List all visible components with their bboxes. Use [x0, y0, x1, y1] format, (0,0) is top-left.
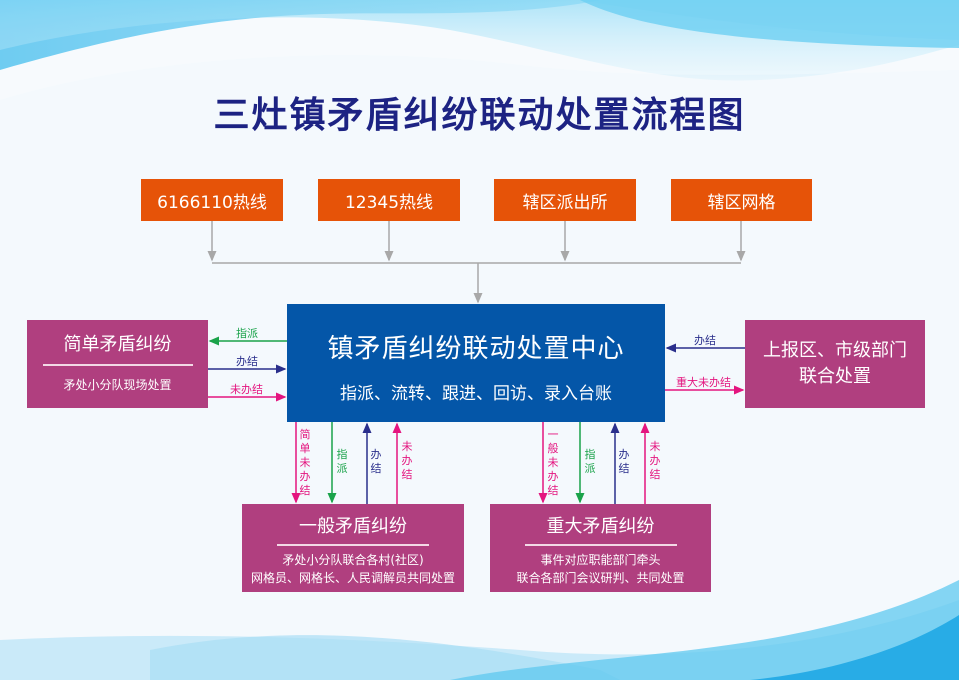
arrow-label-undone: 未办结 — [230, 383, 263, 396]
major-dispute-node: 重大矛盾纠纷 事件对应职能部门牵头 联合各部门会议研判、共同处置 — [490, 504, 711, 592]
simple-desc: 矛处小分队现场处置 — [63, 378, 172, 392]
source-grid: 辖区网格 — [671, 179, 812, 221]
general-desc-line2: 网格员、网格长、人民调解员共同处置 — [250, 571, 455, 585]
simple-title: 简单矛盾纠纷 — [63, 334, 172, 355]
divider — [277, 544, 429, 546]
general-desc-line1: 矛处小分队联合各村(社区) — [282, 553, 424, 567]
center-node: 镇矛盾纠纷联动处置中心 指派、流转、跟进、回访、录入台账 — [287, 304, 665, 422]
arrow-label-undone: 未办结 — [401, 440, 413, 481]
divider — [524, 544, 677, 546]
divider — [42, 364, 193, 366]
escalate-title-line1: 上报区、市级部门 — [763, 340, 907, 361]
arrow-label-undone: 未办结 — [649, 440, 661, 481]
source-hotline-6166110: 6166110热线 — [141, 179, 283, 221]
source-label: 6166110热线 — [157, 192, 267, 213]
arrow-label-done: 办结 — [618, 448, 630, 475]
general-dispute-node: 一般矛盾纠纷 矛处小分队联合各村(社区) 网格员、网格长、人民调解员共同处置 — [242, 504, 464, 592]
arrow-label-done: 办结 — [694, 334, 716, 347]
arrow-label-done: 办结 — [236, 355, 258, 368]
arrow-label-assign: 指派 — [236, 327, 258, 340]
source-hotline-12345: 12345热线 — [318, 179, 460, 221]
arrow-label-simple-undone: 简单未办结 — [299, 428, 311, 497]
arrow-label-assign: 指派 — [584, 448, 596, 475]
simple-dispute-node: 简单矛盾纠纷 矛处小分队现场处置 — [27, 320, 208, 408]
center-subtitle: 指派、流转、跟进、回访、录入台账 — [340, 384, 612, 404]
arrow-label-major-undone: 重大未办结 — [676, 376, 731, 389]
source-label: 辖区网格 — [707, 192, 776, 213]
arrow-label-done: 办结 — [370, 448, 382, 475]
major-desc-line1: 事件对应职能部门牵头 — [540, 553, 661, 567]
escalate-title-line2: 联合处置 — [799, 366, 871, 387]
general-title: 一般矛盾纠纷 — [299, 516, 407, 537]
arrow-label-assign: 指派 — [336, 448, 348, 475]
center-title: 镇矛盾纠纷联动处置中心 — [327, 334, 625, 364]
source-label: 12345热线 — [344, 192, 434, 213]
major-desc-line2: 联合各部门会议研判、共同处置 — [516, 571, 685, 585]
source-label: 辖区派出所 — [522, 192, 608, 213]
page-title: 三灶镇矛盾纠纷联动处置流程图 — [213, 95, 746, 136]
source-police-station: 辖区派出所 — [494, 179, 636, 221]
major-title: 重大矛盾纠纷 — [546, 516, 655, 537]
arrow-label-general-undone: 一般未办结 — [547, 428, 559, 497]
escalate-node: 上报区、市级部门 联合处置 — [745, 320, 925, 408]
